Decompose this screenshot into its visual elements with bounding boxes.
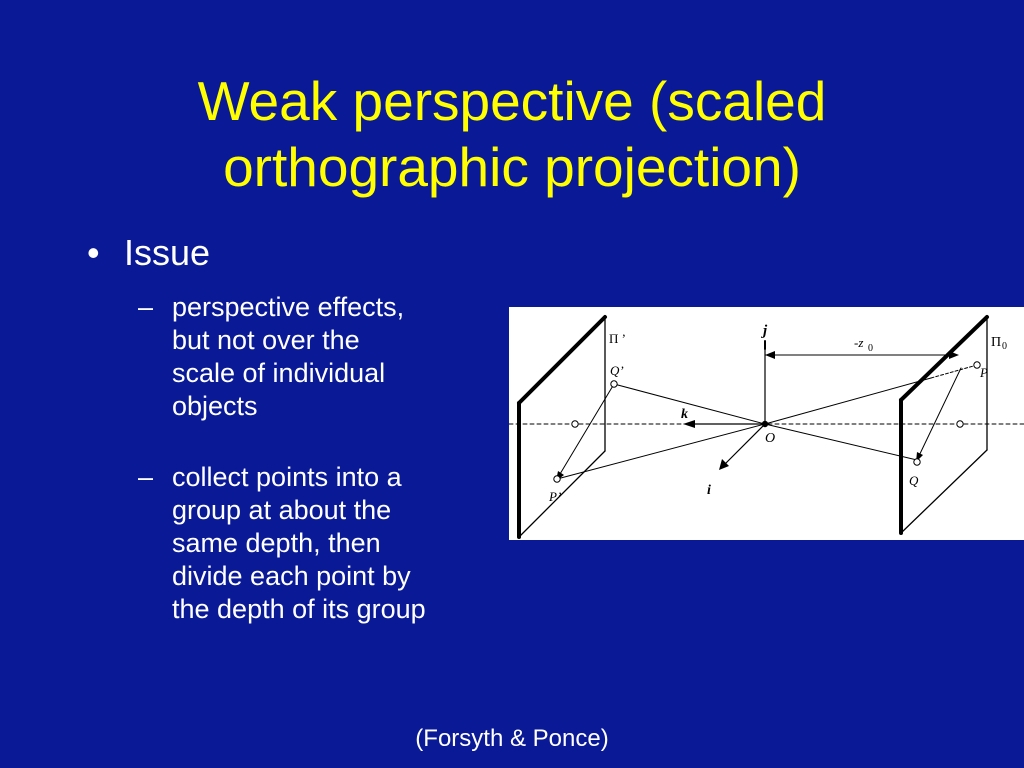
sub-bullet-dash: – (138, 292, 154, 322)
label-minus-z0: -z (854, 335, 863, 350)
arrowhead-k (683, 420, 695, 428)
projection-diagram-svg: Π ’ Π 0 j -z 0 Q’ P k O i Q P’ (509, 315, 1024, 539)
slide-title: Weak perspective (scaled orthographic pr… (60, 68, 964, 200)
citation: (Forsyth & Ponce) (0, 724, 1024, 754)
label-k: k (681, 407, 688, 422)
label-i: i (707, 483, 711, 498)
projection-diagram: Π ’ Π 0 j -z 0 Q’ P k O i Q P’ (509, 307, 1024, 540)
point-marker-q-prime (610, 380, 618, 388)
label-pi-zero: Π (991, 335, 1001, 350)
point-marker-image-center (571, 420, 579, 428)
title-line-2: orthographic projection) (223, 136, 801, 198)
point-marker-p (973, 361, 981, 369)
label-o: O (765, 431, 775, 446)
ray-q-prime (613, 383, 766, 425)
reference-plane-edge (900, 449, 988, 534)
arrowhead-z0-right (949, 351, 959, 359)
image-plane-edge (518, 450, 606, 538)
ray-p (764, 377, 932, 425)
bullet-dot: • (87, 232, 100, 273)
label-p: P (979, 365, 988, 380)
label-j: j (761, 323, 768, 339)
q-prime-to-p-prime-arrow (556, 383, 615, 480)
ray-q (764, 423, 918, 461)
sub-bullet-line: perspective effects, (172, 292, 405, 322)
bullet-label: Issue (124, 232, 211, 273)
point-marker-p-prime (553, 475, 561, 483)
label-pi-prime: Π ’ (609, 331, 626, 346)
sub-bullet-line: divide each point by (172, 561, 411, 591)
i-axis (722, 423, 766, 467)
title-line-1: Weak perspective (scaled (197, 70, 827, 132)
image-plane-edge (517, 315, 607, 405)
sub-bullet-dash: – (138, 462, 154, 492)
label-p-prime: P’ (548, 489, 561, 504)
citation-text: (Forsyth & Ponce) (415, 725, 609, 752)
sub-bullet-line: the depth of its group (172, 594, 426, 624)
arrowhead-i (719, 459, 729, 470)
optical-center-dot (761, 420, 769, 428)
point-marker-plane-center (956, 420, 964, 428)
sub-bullet-text: collect points into a group at about the… (172, 461, 426, 626)
sub-bullet-text: perspective effects, but not over the sc… (172, 291, 404, 423)
sub-bullet-line: scale of individual (172, 358, 386, 388)
label-q-prime: Q’ (610, 363, 624, 378)
sub-bullet-line: but not over the (172, 325, 360, 355)
arrowhead-z0-left (765, 351, 775, 359)
sub-bullet-line: same depth, then (172, 528, 381, 558)
p-dashed-link (930, 364, 978, 379)
ray-p-prime (556, 423, 766, 480)
reference-plane-edge (899, 315, 989, 402)
sub-bullet-line: objects (172, 391, 258, 421)
p-to-q-arrow (916, 367, 962, 461)
sub-bullet-line: group at about the (172, 495, 392, 525)
point-marker-q (913, 458, 921, 466)
label-q: Q (909, 473, 919, 488)
label-pi-zero-sub: 0 (1002, 341, 1007, 352)
sub-bullet-line: collect points into a (172, 462, 402, 492)
label-minus-z0-sub: 0 (868, 343, 873, 354)
